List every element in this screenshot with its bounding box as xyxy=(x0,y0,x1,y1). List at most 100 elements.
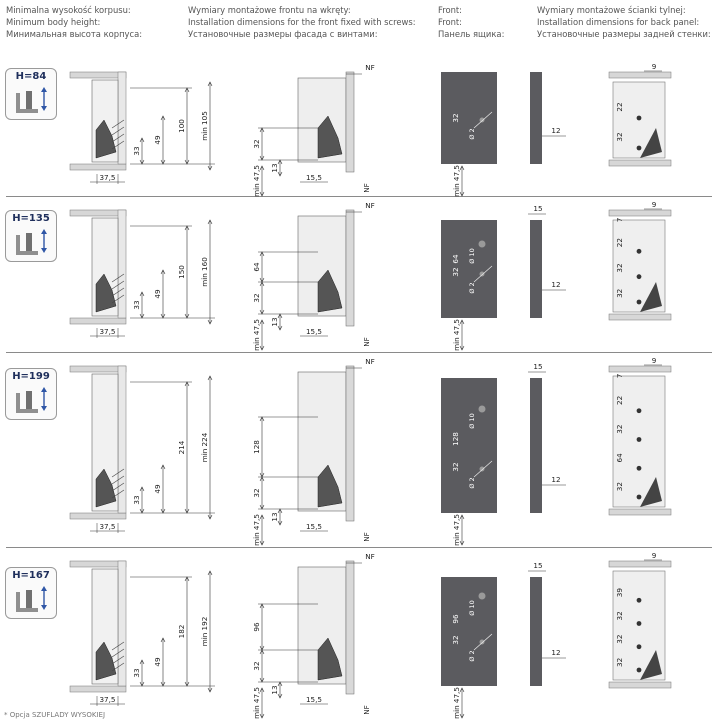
arrow-head xyxy=(259,345,265,351)
arrow-head xyxy=(259,416,265,422)
front-panel-edge xyxy=(345,209,355,327)
dimension-label: min 47,5 xyxy=(252,319,261,351)
dimension-label: 12 xyxy=(551,648,560,657)
leader-line xyxy=(473,460,493,478)
dimension-label: NF xyxy=(362,183,371,193)
dimension-label: 13 xyxy=(270,512,279,521)
cabinet-bottom-panel xyxy=(69,685,127,693)
hatch-line xyxy=(111,119,125,129)
height-badge-label: H=167 xyxy=(12,570,50,581)
arrow-head xyxy=(139,681,145,687)
dimension-label: min 192 xyxy=(200,617,209,647)
hatch-line xyxy=(111,280,125,290)
dimension-label: min 160 xyxy=(200,257,209,287)
arrow-head xyxy=(184,681,190,687)
back-bracket xyxy=(640,282,662,312)
hatch-line xyxy=(111,287,125,297)
dimension-label: Ø 2 xyxy=(468,282,476,293)
dimension-label: 64 xyxy=(615,453,624,463)
dimension-label: 13 xyxy=(270,163,279,172)
header-back-panel: Wymiary montażowe ścianki tylnej: Instal… xyxy=(537,4,711,40)
arrow-head xyxy=(184,381,190,387)
dimension-label: NF xyxy=(362,337,371,347)
back-hole xyxy=(636,667,642,673)
dimension-label: 15,5 xyxy=(306,522,322,531)
dimension-label: 182 xyxy=(177,625,186,639)
dimension-label: 39 xyxy=(615,588,624,598)
cabinet-top-panel xyxy=(69,209,127,217)
drawer-height-icon xyxy=(16,586,47,612)
dimension-label: Ø 10 xyxy=(468,413,476,428)
screw-hole xyxy=(478,405,486,413)
back-top-rail xyxy=(608,365,672,373)
hatch-line xyxy=(111,273,125,283)
dimension-label: Ø 10 xyxy=(468,248,476,263)
dimension-label: 64 xyxy=(252,262,261,272)
dimension-label: 32 xyxy=(252,139,261,148)
arrow-head xyxy=(277,313,283,319)
height-badge-label: H=84 xyxy=(15,71,47,82)
side-profile xyxy=(530,577,542,686)
runner-mechanism xyxy=(95,641,117,681)
height-badge: H=167 xyxy=(5,567,57,619)
dimension-label: 9 xyxy=(652,62,657,71)
header-front-screws-en: Installation dimensions for the front fi… xyxy=(188,17,416,27)
dimension-label: 32 xyxy=(451,113,460,122)
dimension-label: 9 xyxy=(652,200,657,209)
dimension-label: 32 xyxy=(615,425,624,434)
arrow-head xyxy=(207,165,213,171)
arrow-head xyxy=(41,87,47,92)
dimension-label: 13 xyxy=(270,317,279,326)
dimension-label: Ø 10 xyxy=(468,600,476,615)
back-hole xyxy=(636,408,642,414)
arrow-head xyxy=(139,313,145,319)
back-bracket xyxy=(640,650,662,680)
cabinet-side-panel xyxy=(117,560,127,687)
dimension-label: 15,5 xyxy=(306,695,322,704)
dimension-label: 12 xyxy=(551,126,560,135)
dimension-label: 15,5 xyxy=(306,327,322,336)
arrow-head xyxy=(259,603,265,609)
arrow-head xyxy=(259,251,265,257)
dimension-label: 49 xyxy=(153,484,162,494)
arrow-head xyxy=(207,687,213,693)
hatch-line xyxy=(111,482,125,492)
dimension-label: 33 xyxy=(132,668,141,677)
dimension-label: NF xyxy=(362,532,371,542)
dimension-label: 32 xyxy=(615,611,624,620)
dimension-label: 37,5 xyxy=(99,327,115,336)
cabinet-top-panel xyxy=(69,560,127,568)
side-profile-drawing: 12 xyxy=(530,72,566,164)
drawer-height-icon xyxy=(16,229,47,255)
arrow-head xyxy=(160,637,166,643)
arrow-head xyxy=(207,570,213,576)
height-badge: H=199 xyxy=(5,368,57,420)
front-panel xyxy=(441,378,497,513)
arrow-head xyxy=(41,229,47,234)
arrow-head xyxy=(139,159,145,165)
arrow-head xyxy=(459,319,465,325)
arrow-head xyxy=(184,159,190,165)
arrow-head xyxy=(139,291,145,297)
front-panel-edge xyxy=(345,71,355,173)
side-profile xyxy=(530,378,542,513)
screw-hole xyxy=(479,117,485,123)
cabinet-bottom-panel xyxy=(69,317,127,325)
dimension-label: 96 xyxy=(451,614,460,624)
dimension-label: 9 xyxy=(652,551,657,560)
hatch-line xyxy=(111,489,125,499)
dimension-label: NF xyxy=(362,705,371,715)
cabinet-top-panel xyxy=(69,71,127,79)
cabinet-bottom-panel xyxy=(69,163,127,171)
dimension-label: 32 xyxy=(252,661,261,670)
